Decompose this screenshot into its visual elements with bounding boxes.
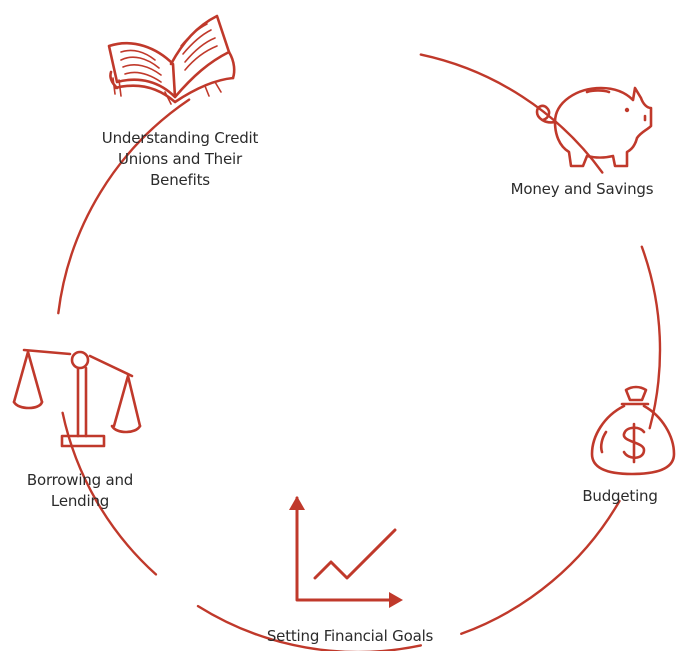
growth-chart-icon [289,496,403,608]
balance-scale-icon [12,348,142,448]
cycle-arc-4 [196,604,422,651]
cycle-arc-1 [419,53,604,174]
cycle-arc-2 [640,245,662,430]
node-label-budgeting: Budgeting [582,487,658,505]
node-label-credit-unions: Understanding Credit Unions and Their Be… [101,129,259,189]
cycle-arc-5 [61,411,158,576]
cycle-arc-6 [57,98,191,315]
node-label-borrowing-lending: Borrowing and Lending [26,471,134,510]
piggy-bank-icon [535,86,653,168]
money-bag-icon [590,385,676,476]
node-label-financial-goals: Setting Financial Goals [266,627,434,645]
cycle-arc-3 [460,499,621,635]
node-label-money-savings: Money and Savings [510,180,654,198]
open-book-icon [107,14,236,105]
